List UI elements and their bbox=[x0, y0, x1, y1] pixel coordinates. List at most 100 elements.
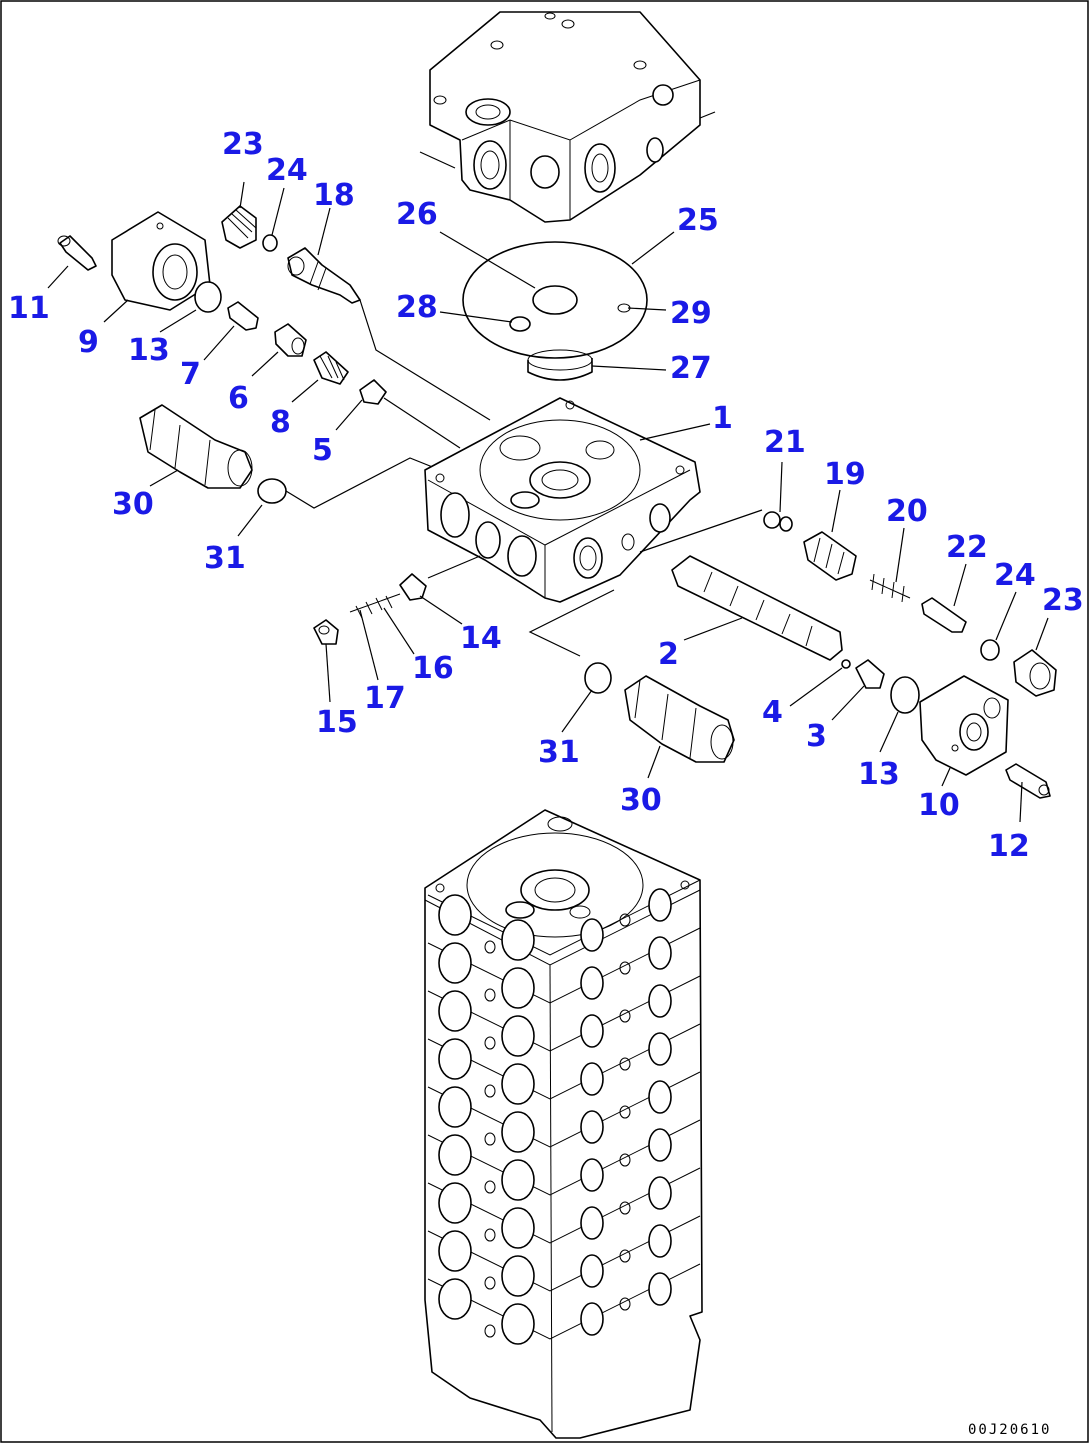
pin-22 bbox=[921, 597, 967, 633]
stack-port bbox=[438, 942, 472, 984]
stack-port bbox=[438, 1086, 472, 1128]
stack-small-port bbox=[619, 1297, 631, 1311]
stack-port bbox=[648, 1080, 672, 1114]
leader-lines bbox=[47, 181, 1049, 823]
stack-port bbox=[438, 1182, 472, 1224]
callout-9: 9 bbox=[78, 325, 99, 360]
stack-port bbox=[438, 1230, 472, 1272]
callout-29: 29 bbox=[670, 296, 712, 331]
callout-3: 3 bbox=[806, 719, 827, 754]
o-ring-31-right bbox=[584, 662, 612, 694]
o-ring-13-left bbox=[194, 281, 222, 313]
stack-port bbox=[580, 1254, 604, 1288]
stack-small-port bbox=[484, 1180, 496, 1194]
stack-small-port bbox=[484, 1276, 496, 1290]
stack-port bbox=[580, 1110, 604, 1144]
stack-small-port bbox=[619, 1105, 631, 1119]
stack-port bbox=[501, 1303, 535, 1345]
callout-17: 17 bbox=[364, 681, 406, 716]
stack-port bbox=[580, 1206, 604, 1240]
spring-20 bbox=[869, 573, 911, 603]
callout-15: 15 bbox=[316, 705, 358, 740]
callout-14: 14 bbox=[460, 621, 502, 656]
stack-port bbox=[580, 1302, 604, 1336]
callout-13: 13 bbox=[128, 333, 170, 368]
callout-28: 28 bbox=[396, 290, 438, 325]
stack-small-port bbox=[619, 1249, 631, 1263]
callout-2: 2 bbox=[658, 637, 679, 672]
callout-25: 25 bbox=[677, 203, 719, 238]
poppet-7 bbox=[227, 301, 259, 331]
main-valve-body bbox=[424, 397, 701, 603]
gasket-plate bbox=[462, 241, 648, 381]
plug-14 bbox=[399, 573, 427, 601]
drawing-code: 00J20610 bbox=[968, 1422, 1051, 1438]
right-cover-flange-10 bbox=[919, 675, 1009, 776]
callout-7: 7 bbox=[180, 357, 201, 392]
stack-ports bbox=[438, 888, 672, 1345]
stack-small-port bbox=[619, 1153, 631, 1167]
sleeve-19 bbox=[803, 531, 857, 581]
callout-12: 12 bbox=[988, 829, 1030, 864]
stack-port bbox=[438, 1134, 472, 1176]
stack-port bbox=[501, 1207, 535, 1249]
callout-16: 16 bbox=[412, 651, 454, 686]
callout-10: 10 bbox=[918, 788, 960, 823]
plug-23-right bbox=[1013, 649, 1057, 697]
stack-small-port bbox=[619, 961, 631, 975]
o-ring-31-left bbox=[257, 478, 287, 504]
stack-port bbox=[580, 918, 604, 952]
relief-valve-30-right bbox=[624, 675, 735, 763]
stack-port bbox=[501, 919, 535, 961]
ring-5 bbox=[359, 379, 387, 405]
top-valve-cover bbox=[429, 11, 701, 223]
spring-16-17 bbox=[349, 593, 401, 619]
plug-3 bbox=[855, 659, 885, 689]
callout-22: 22 bbox=[946, 530, 988, 565]
relief-valve-30-left bbox=[139, 404, 253, 489]
callout-23: 23 bbox=[1042, 583, 1084, 618]
left-cover-flange bbox=[111, 211, 211, 311]
plug-15 bbox=[313, 619, 339, 645]
callout-11: 11 bbox=[8, 291, 50, 326]
o-ring-13-right bbox=[890, 676, 920, 714]
stack-small-port bbox=[619, 1057, 631, 1071]
stack-small-port bbox=[619, 1009, 631, 1023]
o-ring-24-left bbox=[262, 234, 278, 252]
stack-port bbox=[438, 990, 472, 1032]
stack-port bbox=[648, 1128, 672, 1162]
stack-port bbox=[438, 894, 472, 936]
callout-6: 6 bbox=[228, 381, 249, 416]
stack-port bbox=[501, 1255, 535, 1297]
callout-31: 31 bbox=[538, 735, 580, 770]
piston-18 bbox=[287, 247, 361, 304]
stack-port bbox=[501, 967, 535, 1009]
stack-small-port bbox=[484, 988, 496, 1002]
callout-30: 30 bbox=[112, 487, 154, 522]
callout-21: 21 bbox=[764, 425, 806, 460]
callout-5: 5 bbox=[312, 433, 333, 468]
callout-30: 30 bbox=[620, 783, 662, 818]
stack-small-port bbox=[484, 1324, 496, 1338]
spool-2 bbox=[671, 555, 843, 661]
stack-port bbox=[648, 1224, 672, 1258]
stack-port bbox=[501, 1159, 535, 1201]
plug-23-left bbox=[221, 205, 257, 249]
callout-labels: 23 24 18 26 25 28 29 27 11 9 13 7 6 8 5 … bbox=[8, 127, 1084, 864]
callout-19: 19 bbox=[824, 457, 866, 492]
stack-small-port bbox=[619, 913, 631, 927]
bolt-right-12 bbox=[1005, 763, 1051, 799]
callout-13: 13 bbox=[858, 757, 900, 792]
stack-small-port bbox=[484, 1132, 496, 1146]
stack-port bbox=[648, 1272, 672, 1306]
callout-27: 27 bbox=[670, 351, 712, 386]
stack-port bbox=[580, 1014, 604, 1048]
o-ring-21 bbox=[763, 511, 781, 529]
stack-small-port bbox=[484, 940, 496, 954]
callout-1: 1 bbox=[712, 401, 733, 436]
stack-port bbox=[580, 1158, 604, 1192]
stack-port bbox=[648, 936, 672, 970]
stack-small-port bbox=[484, 1084, 496, 1098]
